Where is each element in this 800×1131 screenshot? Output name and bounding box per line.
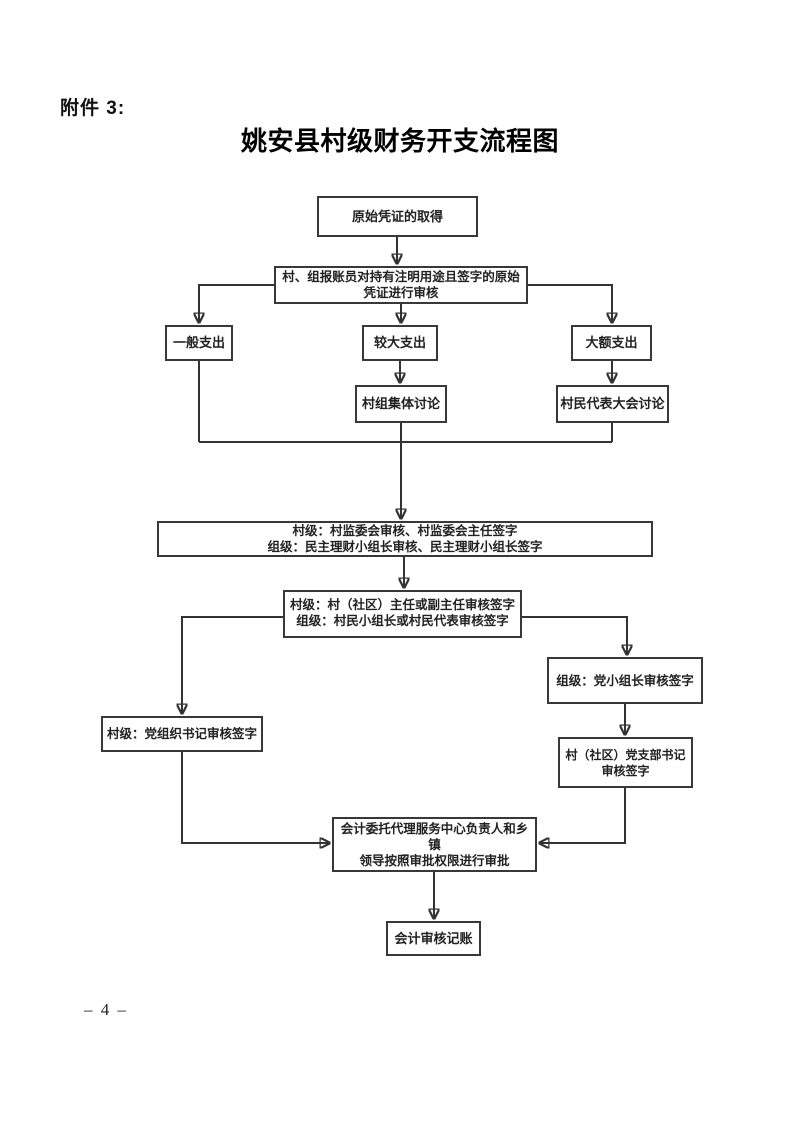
flow-node-villager-congress-discussion: 村民代表大会讨论 — [556, 385, 669, 423]
flow-node-original-voucher: 原始凭证的取得 — [317, 196, 478, 237]
flow-node-agency-center-approval: 会计委托代理服务中心负责人和乡镇 领导按照审批权限进行审批 — [332, 817, 537, 872]
flow-node-party-branch-secretary-review: 村（社区）党支部书记 审核签字 — [558, 737, 693, 788]
flow-node-accounting-bookkeeping: 会计审核记账 — [386, 921, 481, 956]
connector-review-to-large — [528, 284, 612, 322]
attachment-label: 附件 3: — [60, 98, 126, 119]
connector-branch-secretary-to-agency — [540, 788, 626, 843]
connector-org-secretary-to-agency — [181, 752, 329, 843]
flow-node-large-expense: 大额支出 — [571, 325, 652, 361]
flow-node-major-expense: 较大支出 — [362, 325, 438, 361]
flow-node-director-review: 村级：村（社区）主任或副主任审核签字 组级：村民小组长或村民代表审核签字 — [283, 590, 522, 638]
page-number: – 4 – — [84, 1000, 128, 1019]
flow-node-supervisory-committee-review: 村级：村监委会审核、村监委会主任签字 组级：民主理财小组长审核、民主理财小组长签… — [157, 521, 653, 557]
connector-review-to-general — [199, 284, 274, 322]
page-title: 姚安县村级财务开支流程图 — [240, 127, 559, 156]
flow-node-bookkeeper-review: 村、组报账员对持有注明用途且签字的原始 凭证进行审核 — [274, 266, 528, 304]
flow-node-general-expense: 一般支出 — [165, 325, 233, 361]
connector-director-to-group-leader — [522, 616, 627, 654]
flow-node-village-group-discussion: 村组集体讨论 — [355, 385, 447, 423]
connector-director-to-org-secretary — [182, 616, 283, 713]
flow-node-party-org-secretary-review: 村级：党组织书记审核签字 — [101, 716, 263, 752]
flow-node-party-group-leader-review: 组级：党小组长审核签字 — [547, 657, 703, 704]
